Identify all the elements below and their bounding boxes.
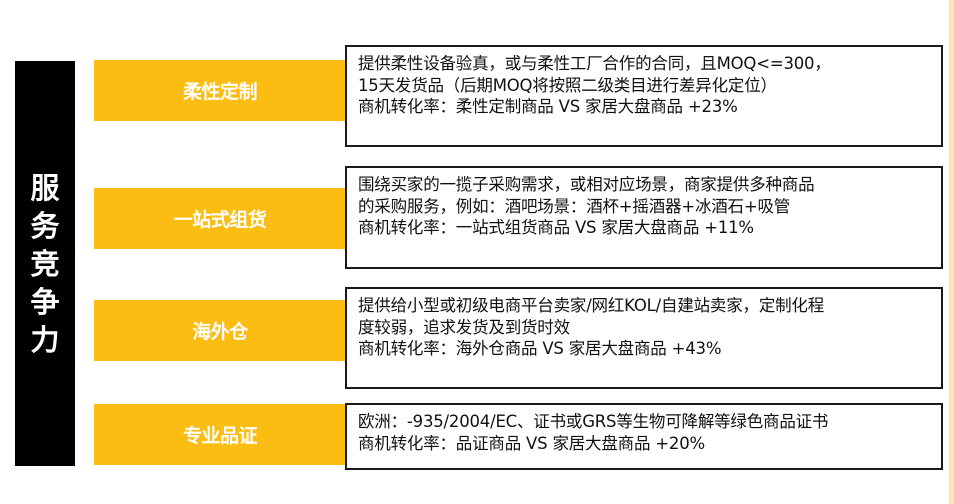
banner-label: 专业品证 <box>182 425 258 447</box>
banner-label: 海外仓 <box>192 321 248 343</box>
desc-line: 15天发货品（后期MOQ将按照二级类目进行差异化定位） <box>358 75 777 95</box>
conversion-rate-line: 商机转化率：品证商品 VS 家居大盘商品 +20% <box>358 433 705 453</box>
right-edge-strip <box>949 0 954 504</box>
banner-overseas-warehouse: 海外仓 <box>94 300 346 361</box>
desc-line: 提供柔性设备验真，或与柔性工厂合作的合同，且MOQ<=300， <box>358 54 831 73</box>
banner-label: 柔性定制 <box>182 81 258 103</box>
desc-line: 提供给小型或初级电商平台卖家/网红KOL/自建站卖家，定制化程 <box>358 296 825 315</box>
side-title: 服务竞争力 <box>30 170 60 357</box>
desc-box-flexible-customization: 提供柔性设备验真，或与柔性工厂合作的合同，且MOQ<=300， 15天发货品（后… <box>345 45 943 147</box>
banner-label: 一站式组货 <box>173 209 267 231</box>
desc-line: 的采购服务，例如：酒吧场景：酒杯+摇酒器+冰酒石+吸管 <box>358 196 791 216</box>
conversion-rate-line: 商机转化率：海外仓商品 VS 家居大盘商品 +43% <box>358 339 722 358</box>
banner-flexible-customization: 柔性定制 <box>94 60 346 121</box>
side-title-bar: 服务竞争力 <box>15 61 75 466</box>
banner-professional-certification: 专业品证 <box>94 404 346 465</box>
conversion-rate-line: 商机转化率：柔性定制商品 VS 家居大盘商品 +23% <box>358 97 738 116</box>
desc-box-professional-certification: 欧洲：-935/2004/EC、证书或GRS等生物可降解等绿色商品证书 商机转化… <box>345 403 943 470</box>
desc-line: 欧洲：-935/2004/EC、证书或GRS等生物可降解等绿色商品证书 <box>358 412 829 431</box>
banner-one-stop-sourcing: 一站式组货 <box>94 188 346 249</box>
desc-line: 围绕买家的一揽子采购需求，或相对应场景，商家提供多种商品 <box>358 175 815 194</box>
desc-box-overseas-warehouse: 提供给小型或初级电商平台卖家/网红KOL/自建站卖家，定制化程 度较弱，追求发货… <box>345 287 943 389</box>
desc-line: 度较弱，追求发货及到货时效 <box>358 317 570 337</box>
conversion-rate-line: 商机转化率：一站式组货商品 VS 家居大盘商品 +11% <box>358 218 754 237</box>
desc-box-one-stop-sourcing: 围绕买家的一揽子采购需求，或相对应场景，商家提供多种商品 的采购服务，例如：酒吧… <box>345 166 943 269</box>
